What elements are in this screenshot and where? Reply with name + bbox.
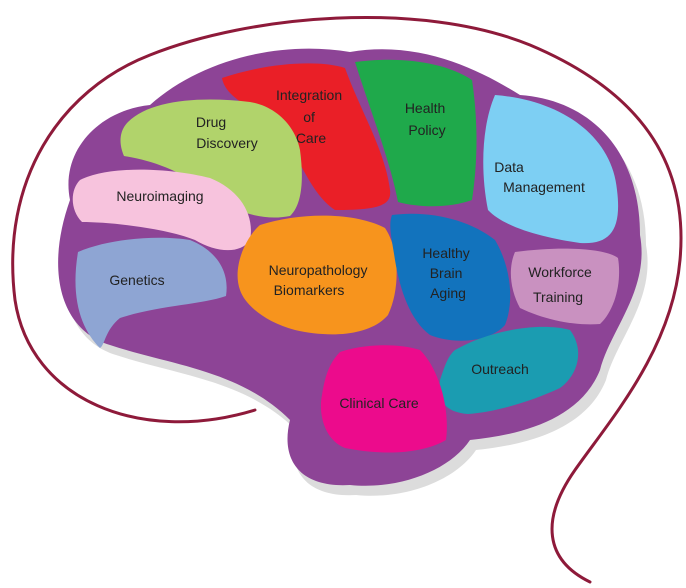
region-integration-of-care[interactable]: Integration of Care <box>222 63 391 211</box>
region-integration-of-care-shape <box>222 63 391 211</box>
region-workforce-training-label: Workforce Training <box>528 264 595 305</box>
label-line: Aging <box>430 285 466 301</box>
region-genetics-shape <box>75 237 227 348</box>
region-data-management-shape <box>483 95 619 244</box>
label-line: Management <box>503 179 585 195</box>
region-health-policy-shape <box>355 59 477 207</box>
region-neuropathology-biomarkers-label: Neuropathology Biomarkers <box>269 262 372 298</box>
region-clinical-care-shape <box>320 345 447 453</box>
region-genetics[interactable]: Genetics <box>75 237 227 348</box>
region-neuroimaging-shape <box>72 169 251 251</box>
region-drug-discovery[interactable]: Drug Discovery <box>120 99 302 218</box>
label-line: Clinical Care <box>339 395 419 411</box>
label-line: Biomarkers <box>274 282 345 298</box>
head-outline <box>11 16 683 584</box>
region-workforce-training[interactable]: Workforce Training <box>510 248 620 325</box>
label-line: Genetics <box>109 272 164 288</box>
region-outreach-label: Outreach <box>471 361 529 377</box>
region-outreach-shape <box>439 326 579 414</box>
label-line: Neuroimaging <box>116 188 203 204</box>
label-line: Discovery <box>196 135 257 151</box>
label-line: Workforce <box>528 264 592 280</box>
region-data-management[interactable]: Data Management <box>483 95 619 244</box>
region-drug-discovery-shape <box>120 99 302 218</box>
region-neuropathology-biomarkers-shape <box>237 215 397 335</box>
region-health-policy-label: Health Policy <box>405 100 449 138</box>
region-clinical-care[interactable]: Clinical Care <box>320 345 447 453</box>
label-line: Policy <box>408 122 445 138</box>
region-integration-of-care-label: Integration of Care <box>276 87 346 146</box>
label-line: Outreach <box>471 361 529 377</box>
label-line: of <box>303 109 315 125</box>
region-drug-discovery-label: Drug Discovery <box>196 114 258 151</box>
region-healthy-brain-aging-shape <box>390 213 511 341</box>
region-health-policy[interactable]: Health Policy <box>355 59 477 207</box>
region-workforce-training-shape <box>510 248 620 325</box>
label-line: Neuropathology <box>269 262 368 278</box>
label-line: Brain <box>430 265 463 281</box>
label-line: Care <box>296 130 327 146</box>
label-line: Drug <box>196 114 226 130</box>
label-line: Integration <box>276 87 342 103</box>
label-line: Health <box>405 100 445 116</box>
region-neuropathology-biomarkers[interactable]: Neuropathology Biomarkers <box>237 215 397 335</box>
region-outreach[interactable]: Outreach <box>439 326 579 414</box>
label-line: Healthy <box>422 245 469 261</box>
label-line: Data <box>494 159 524 175</box>
region-data-management-label: Data Management <box>494 159 585 195</box>
region-healthy-brain-aging[interactable]: Healthy Brain Aging <box>390 213 511 341</box>
region-neuroimaging-label: Neuroimaging <box>116 188 203 204</box>
region-genetics-label: Genetics <box>109 272 164 288</box>
region-clinical-care-label: Clinical Care <box>339 395 419 411</box>
region-neuroimaging[interactable]: Neuroimaging <box>72 169 251 251</box>
region-healthy-brain-aging-label: Healthy Brain Aging <box>422 245 473 301</box>
label-line: Training <box>533 289 583 305</box>
